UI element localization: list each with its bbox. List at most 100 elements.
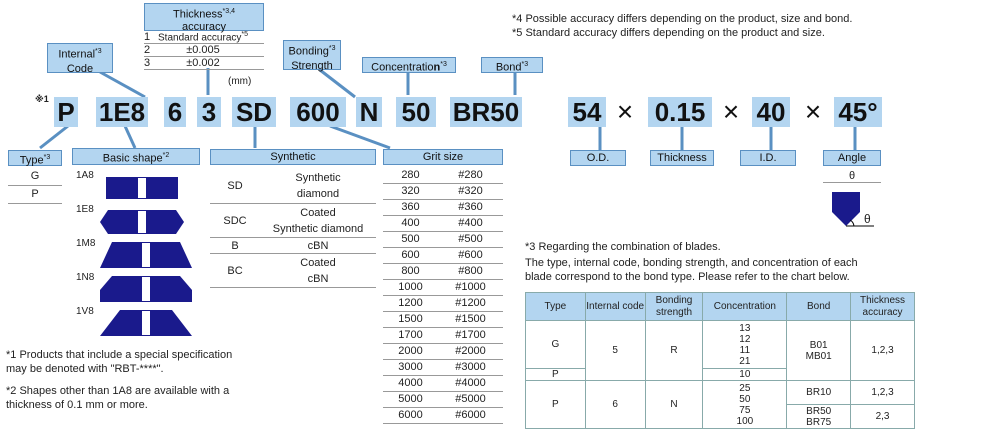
code-bond: BR50 [450, 97, 522, 127]
code-angle: 45° [834, 97, 882, 127]
code-basic-shape: 1E8 [96, 97, 148, 127]
footnote-marker-1: ※1 [35, 94, 49, 104]
code-grit-size: 600 [290, 97, 346, 127]
cell-p2-acc2: 2,3 [850, 404, 915, 429]
grit-mesh-value: #320 [458, 185, 483, 197]
unit-mm: (mm) [228, 76, 252, 87]
grit-row: 1000#1000 [383, 280, 503, 296]
grit-size-value: 400 [401, 217, 420, 229]
shape-row-1v8: 1V8 [72, 304, 200, 338]
synthetic-label: Synthetic [210, 149, 376, 165]
grit-size-value: 1200 [398, 297, 423, 309]
grit-size-label: Grit size [383, 149, 503, 165]
grit-size-value: 1000 [398, 281, 423, 293]
grit-row: 600#600 [383, 248, 503, 264]
th-type: Type [525, 292, 586, 321]
grit-mesh-value: #600 [458, 249, 483, 261]
grit-size-value: 800 [401, 265, 420, 277]
shape-row-1m8: 1M8 [72, 236, 200, 270]
th-bonding-strength: Bonding strength [644, 292, 704, 321]
grit-row: 1200 #1200 [383, 296, 503, 312]
note-4: *4 Possible accuracy differs depending o… [512, 13, 853, 25]
thickness-label: Thickness [650, 150, 714, 166]
shape-1e8-icon [100, 210, 184, 234]
angle-label: Angle [823, 150, 881, 166]
grit-size-value: 2000 [398, 345, 423, 357]
code-concentration: 50 [396, 97, 436, 127]
code-type: P [54, 97, 78, 127]
shape-row-1a8: 1A8 [72, 168, 200, 202]
code-bonding-strength: N [356, 97, 382, 127]
grit-mesh-value: #5000 [455, 393, 486, 405]
code-od: 54 [568, 97, 606, 127]
grit-mesh-value: #2000 [455, 345, 486, 357]
blade-angle-icon [832, 192, 874, 227]
note-1b: may be denoted with "RBT-****". [6, 363, 164, 375]
shape-row-1n8: 1N8 [72, 270, 200, 304]
code-thickness: 0.15 [648, 97, 712, 127]
note-1a: *1 Products that include a special speci… [6, 349, 233, 361]
grit-mesh-value: #1700 [455, 329, 486, 341]
note-5: *5 Standard accuracy differs depending o… [512, 27, 825, 39]
type-label: Type*3 [8, 150, 62, 167]
grit-row: 5000#5000 [383, 392, 503, 408]
grit-mesh-value: #6000 [455, 409, 486, 421]
cell-p2-acc1: 1,2,3 [850, 380, 915, 405]
od-label: O.D. [570, 150, 626, 166]
grit-row: 400#400 [383, 216, 503, 232]
shape-1n8-icon [100, 276, 192, 302]
note-3-line1: The type, internal code, bonding strengt… [525, 257, 858, 269]
grit-row: 1500 #1500 [383, 312, 503, 328]
grit-row: 4000 #4000 [383, 376, 503, 392]
code-synthetic: SD [232, 97, 276, 127]
bond-label: Bond*3 [481, 57, 543, 74]
note-3-title: *3 Regarding the combination of blades. [525, 241, 721, 253]
times-sign: × [616, 96, 634, 127]
grit-mesh-value: #4000 [455, 377, 486, 389]
note-2a: *2 Shapes other than 1A8 are available w… [6, 385, 230, 397]
grit-mesh-value: #1500 [455, 313, 486, 325]
grit-row: 2000 #2000 [383, 344, 503, 360]
type-item: P [8, 188, 62, 204]
grit-size-value: 4000 [398, 377, 423, 389]
note-2b: thickness of 0.1 mm or more. [6, 399, 148, 411]
angle-theta: θ [823, 170, 881, 183]
grit-mesh-value: #280 [458, 169, 483, 181]
grit-row: 3000#3000 [383, 360, 503, 376]
grit-size-value: 1500 [398, 313, 423, 325]
cell-g-strength: R [644, 320, 704, 381]
grit-mesh-value: #3000 [455, 361, 486, 373]
concentration-label: Concentration*3 [362, 57, 456, 74]
th-internal-code: Internal code [584, 292, 646, 321]
accuracy-row: 1 Standard accuracy*5 [144, 31, 264, 44]
basic-shape-list: 1A8 1E8 1M8 1N8 1V8 [72, 168, 200, 338]
th-bond: Bond [786, 292, 852, 321]
accuracy-row: 3 ±0.002 [144, 57, 264, 70]
shape-1v8-icon [100, 310, 192, 336]
accuracy-table: 1 Standard accuracy*5 2 ±0.005 3 ±0.002 [144, 31, 264, 70]
grit-row: 280 #280 [383, 168, 503, 184]
grit-mesh-value: #1200 [455, 297, 486, 309]
shape-1a8-icon [106, 177, 178, 199]
th-concentration: Concentration [702, 292, 788, 321]
grit-row: 800#800 [383, 264, 503, 280]
times-sign: × [722, 96, 740, 127]
shape-row-1e8: 1E8 [72, 202, 200, 236]
code-internal: 6 [164, 97, 186, 127]
type-item: G [8, 170, 62, 186]
grit-size-value: 280 [401, 169, 420, 181]
shape-1m8-icon [100, 242, 192, 268]
cell-p1-type: P [525, 368, 586, 381]
cell-p2-type: P [525, 380, 586, 429]
grit-size-value: 1700 [398, 329, 423, 341]
